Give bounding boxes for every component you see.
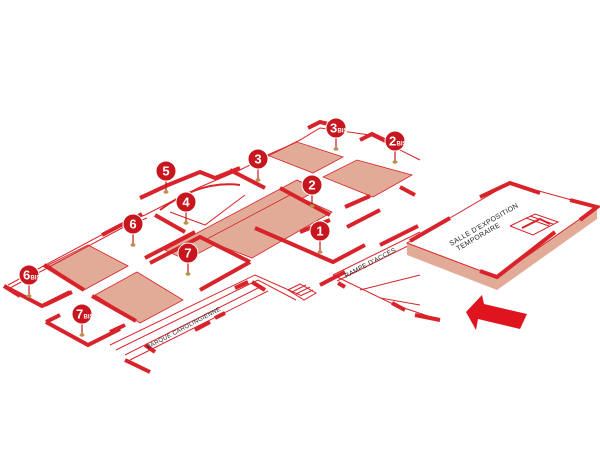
pin-room-6[interactable]: 6 [122,213,144,247]
pin-base [392,160,398,164]
pin-number: 3 [330,121,337,136]
walls [2,119,441,374]
pin-base [185,272,191,276]
pin-room-5[interactable]: 5 [155,160,177,194]
pin-marker [301,174,323,196]
pin-suffix: BIS [31,276,41,282]
pin-number: 3 [254,152,261,167]
pin-marker [177,242,199,264]
central-gallery-block [204,193,333,259]
pin-marker [71,303,93,325]
pin-base [130,243,136,247]
pin-room-4[interactable]: 4 [175,191,197,225]
pin-base [255,178,261,182]
pin-number: 6 [23,268,30,283]
pin-suffix: BIS [84,315,94,321]
pin-marker [309,220,331,242]
pin-number: 7 [76,307,83,322]
room-shaded [322,159,414,198]
pin-number: 2 [308,178,315,193]
pin-room-7[interactable]: 7 [177,242,199,276]
pin-base [317,250,323,254]
pin-number: 7 [184,246,191,261]
room-shaded [265,141,345,174]
temporary-exhibition-hall: SALLE D'EXPOSITION TEMPORAIRE [405,180,600,290]
ramp-label: RAMPE D'ACCÈS [343,245,398,280]
pin-base [79,333,85,337]
pin-marker [325,117,347,139]
pin-marker [18,264,40,286]
stairs [287,283,318,301]
pin-room-1[interactable]: 1 [309,220,331,254]
pin-marker [247,148,269,170]
pin-number: 4 [182,195,190,210]
pin-base [333,147,339,151]
arrow-entrance-icon [466,295,527,330]
pin-base [309,204,315,208]
pin-room-2[interactable]: 2 [301,174,323,208]
pin-base [183,221,189,225]
pin-room-3[interactable]: 3 [247,148,269,182]
pin-base [163,190,169,194]
room-shaded [94,271,184,324]
pin-number: 2 [389,134,396,149]
pin-number: 1 [316,224,323,239]
pin-marker [155,160,177,182]
pin-marker [384,130,406,152]
pin-marker [175,191,197,213]
pin-marker [122,213,144,235]
stairs-icon [509,213,560,236]
pin-suffix: BIS [397,142,407,148]
pin-number: 6 [129,217,136,232]
pin-number: 5 [162,164,169,179]
pin-suffix: BIS [338,129,348,135]
pin-base [26,294,32,298]
